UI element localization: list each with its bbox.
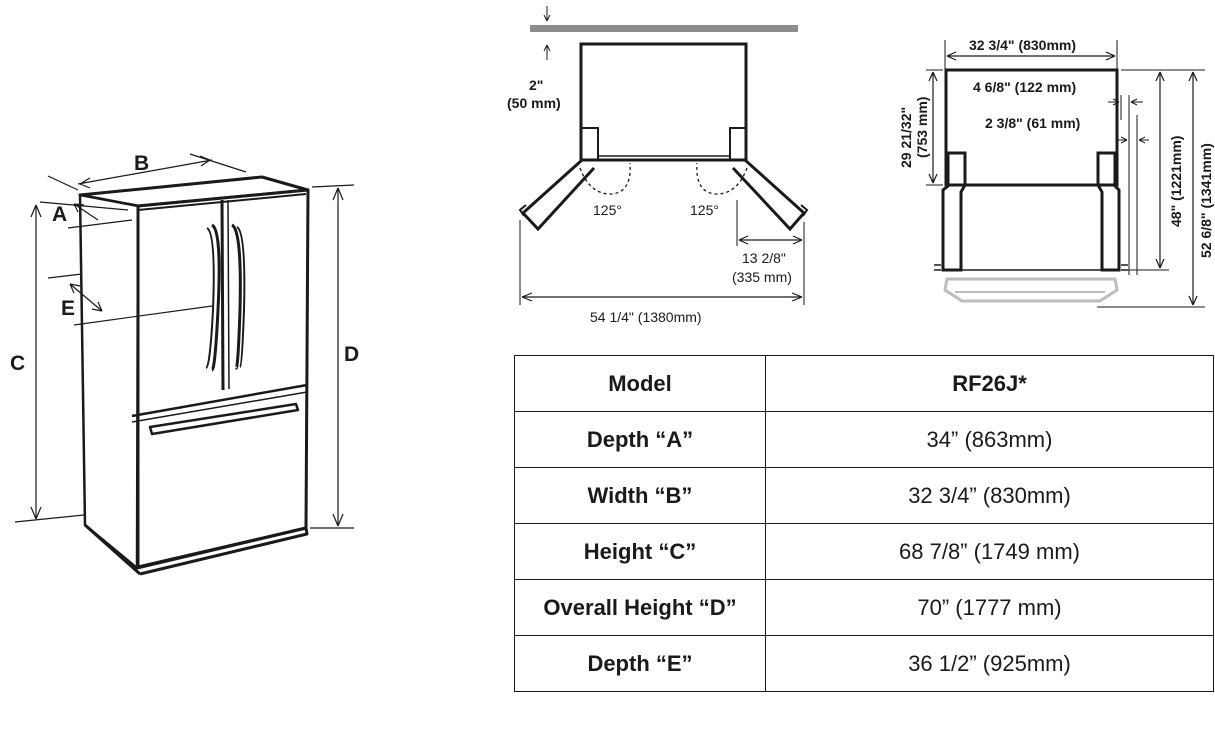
- cabinet-body: [579, 42, 748, 162]
- header-model-number: RF26J*: [765, 355, 1214, 412]
- row-value: 68 7/8” (1749 mm): [765, 523, 1214, 580]
- row-value: 32 3/4” (830mm): [765, 467, 1214, 524]
- label-a: A: [52, 203, 67, 226]
- offset-1-arrow: [1108, 98, 1120, 106]
- table-row: Depth “A” 34” (863mm): [514, 411, 1214, 468]
- dimension-spec-table: Model RF26J* Depth “A” 34” (863mm) Width…: [514, 355, 1214, 692]
- side-view-diagram: 32 3/4" (830mm) 4 6/8" (122 mm) 2 3/8" (…: [898, 37, 1214, 308]
- table-row: Height “C” 68 7/8” (1749 mm): [514, 523, 1214, 580]
- depth-2-label: 48" (1221mm): [1168, 136, 1184, 227]
- row-label: Width “B”: [514, 467, 766, 524]
- row-label: Overall Height “D”: [514, 579, 766, 636]
- freezer-split: [131, 383, 308, 418]
- side-width-label: 32 3/4" (830mm): [969, 37, 1076, 53]
- door-split: [220, 199, 225, 391]
- base-drawer: [943, 277, 1119, 303]
- table-row: Overall Height “D” 70” (1777 mm): [514, 579, 1214, 636]
- offset-1-label: 4 6/8" (122 mm): [973, 79, 1076, 95]
- left-door: [520, 158, 596, 232]
- side-cabinet: [944, 68, 1119, 187]
- depth-3-label: 52 6/8" (1341mm): [1198, 143, 1214, 258]
- row-label: Height “C”: [514, 523, 766, 580]
- label-d: D: [344, 343, 359, 366]
- label-e: E: [61, 297, 75, 320]
- offset-2-label: 2 3/8" (61 mm): [985, 115, 1080, 131]
- dimension-b-line: [77, 159, 213, 185]
- clearance-in: 2": [529, 77, 543, 93]
- freezer-handle: [148, 402, 300, 436]
- door-swing-in: 13 2/8": [742, 250, 786, 266]
- total-width-label: 54 1/4" (1380mm): [590, 309, 702, 325]
- dimension-a-line: [73, 203, 99, 221]
- left-door-handle: [210, 223, 221, 372]
- depth-mm-label: (753 mm): [914, 97, 930, 158]
- dimension-e-line: [69, 283, 103, 312]
- table-row: Width “B” 32 3/4” (830mm): [514, 467, 1214, 524]
- depth-in-label: 29 21/32": [898, 107, 914, 168]
- clearance-mm: (50 mm): [507, 95, 561, 111]
- label-b: B: [134, 152, 149, 175]
- right-door-handle: [230, 223, 242, 370]
- door-swing-top-view: 2" (50 mm) 125° 125° 13 2/8" (335 mm) 54…: [507, 6, 809, 325]
- wall-line: [530, 25, 798, 32]
- table-header-row: Model RF26J*: [514, 355, 1214, 412]
- row-label: Depth “A”: [514, 411, 766, 468]
- offset-2-arrow: [1118, 136, 1128, 144]
- row-value: 34” (863mm): [765, 411, 1214, 468]
- door-swing-mm: (335 mm): [732, 269, 792, 285]
- refrigerator-perspective-diagram: B A E C D: [10, 152, 359, 576]
- angle-right: 125°: [690, 202, 719, 218]
- right-door-side: [1096, 151, 1121, 272]
- row-value: 36 1/2” (925mm): [765, 635, 1214, 692]
- angle-left: 125°: [593, 202, 622, 218]
- table-row: Depth “E” 36 1/2” (925mm): [514, 635, 1214, 692]
- row-label: Depth “E”: [514, 635, 766, 692]
- header-model: Model: [514, 355, 766, 412]
- fridge-side: [78, 193, 140, 570]
- right-door: [731, 158, 807, 232]
- label-c: C: [10, 352, 25, 375]
- row-value: 70” (1777 mm): [765, 579, 1214, 636]
